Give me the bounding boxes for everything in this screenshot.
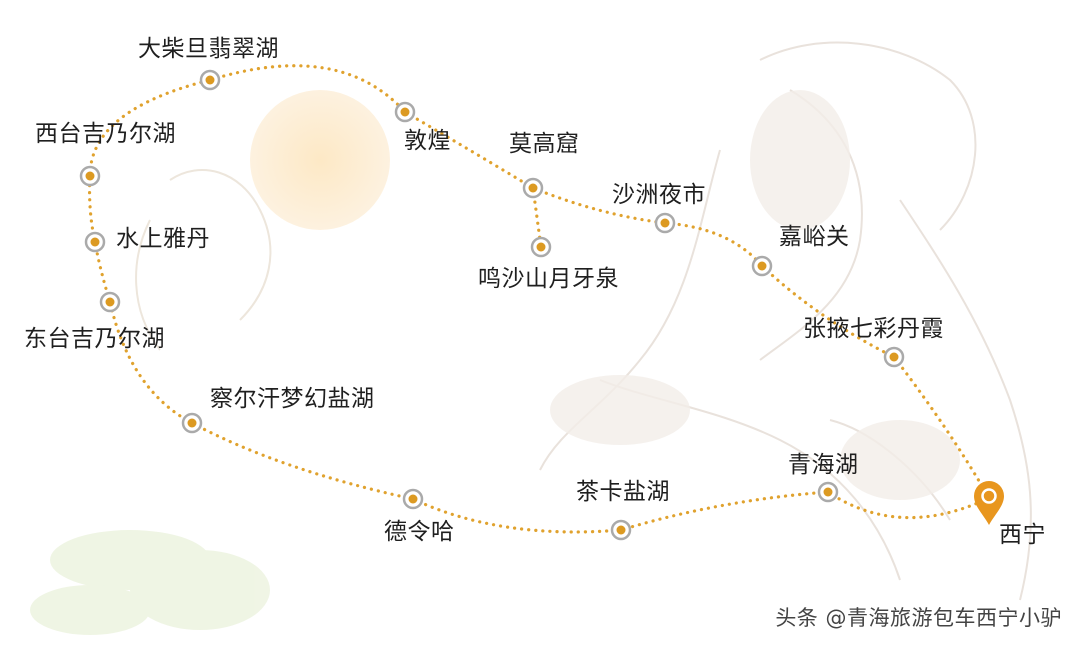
route-segment: [411, 497, 623, 534]
route-segment: [619, 490, 830, 532]
stop-marker: [654, 212, 676, 234]
label-dachaidan: 大柴旦翡翠湖: [138, 36, 279, 62]
route-segment: [190, 421, 415, 501]
route-segment: [531, 186, 667, 225]
stop-marker: [817, 481, 839, 503]
stop-marker: [394, 101, 416, 123]
label-delingha: 德令哈: [384, 519, 455, 545]
stop-marker: [199, 69, 221, 91]
route-segment: [108, 300, 194, 425]
label-xitai: 西台吉乃尔湖: [35, 121, 176, 147]
stop-markers: [79, 69, 1004, 541]
stop-marker: [751, 255, 773, 277]
stop-marker: [181, 412, 203, 434]
route-segment: [892, 355, 991, 500]
watermark: 头条 @青海旅游包车西宁小驴: [775, 606, 1062, 630]
stop-marker: [99, 291, 121, 313]
label-mogao: 莫高窟: [509, 131, 580, 157]
label-dongtai: 东台吉乃尔湖: [24, 326, 165, 352]
stop-marker: [610, 519, 632, 541]
left-figure-decoration: [135, 169, 272, 351]
label-qinghaihu: 青海湖: [788, 452, 859, 478]
stop-marker: [522, 177, 544, 199]
label-shuishang: 水上雅丹: [116, 226, 210, 252]
lotus-decoration: [30, 530, 270, 635]
label-dunhuang: 敦煌: [404, 128, 451, 154]
stop-marker: [402, 488, 424, 510]
label-chaerhan: 察尔汗梦幻盐湖: [210, 386, 375, 412]
route-segment: [826, 490, 991, 520]
route-segment: [88, 78, 212, 178]
apsara-robe-decoration: [550, 90, 960, 500]
stop-marker: [79, 165, 101, 187]
destination-pin-icon: [974, 481, 1004, 525]
label-shazhou: 沙洲夜市: [612, 182, 706, 208]
label-zhangye: 张掖七彩丹霞: [803, 316, 944, 342]
sun-decoration: [250, 90, 390, 230]
route-segment: [663, 221, 764, 268]
label-jiayuguan: 嘉峪关: [779, 224, 850, 250]
route-segment: [760, 264, 896, 359]
stop-marker: [530, 236, 552, 258]
label-xining: 西宁: [999, 522, 1046, 548]
stop-marker: [84, 231, 106, 253]
label-chaka: 茶卡盐湖: [576, 479, 670, 505]
stop-marker: [883, 346, 905, 368]
label-mingsha: 鸣沙山月牙泉: [478, 266, 619, 292]
route-segment: [208, 64, 407, 114]
apsara-figure-decoration: [539, 41, 1032, 601]
